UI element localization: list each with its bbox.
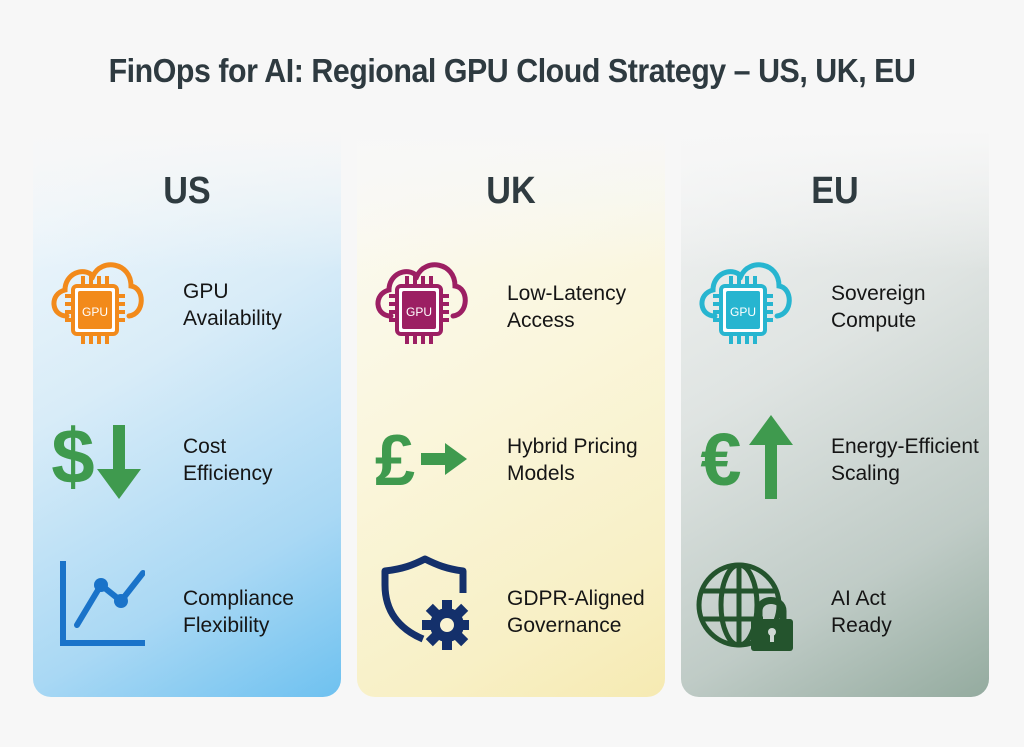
- pound-right-arrow-icon: £: [375, 421, 467, 501]
- page-title: FinOps for AI: Regional GPU Cloud Strate…: [108, 52, 916, 89]
- region-heading: US: [163, 170, 211, 212]
- line-chart-icon: [60, 561, 145, 646]
- svg-text:$: $: [51, 412, 94, 500]
- svg-text:€: €: [700, 418, 741, 501]
- svg-text:GPU: GPU: [406, 305, 432, 319]
- region-heading: UK: [486, 170, 536, 212]
- gpu-cloud-icon: GPU: [375, 262, 468, 344]
- svg-text:£: £: [375, 421, 415, 501]
- dollar-down-arrow-icon: $: [51, 412, 141, 500]
- region-heading: EU: [811, 170, 859, 212]
- gpu-cloud-icon: GPU: [51, 262, 144, 344]
- euro-up-arrow-icon: €: [700, 415, 793, 501]
- gpu-cloud-icon: GPU: [699, 262, 792, 344]
- svg-text:GPU: GPU: [82, 305, 108, 319]
- shield-gear-icon: [381, 555, 469, 650]
- globe-lock-icon: [696, 562, 793, 651]
- svg-text:GPU: GPU: [730, 305, 756, 319]
